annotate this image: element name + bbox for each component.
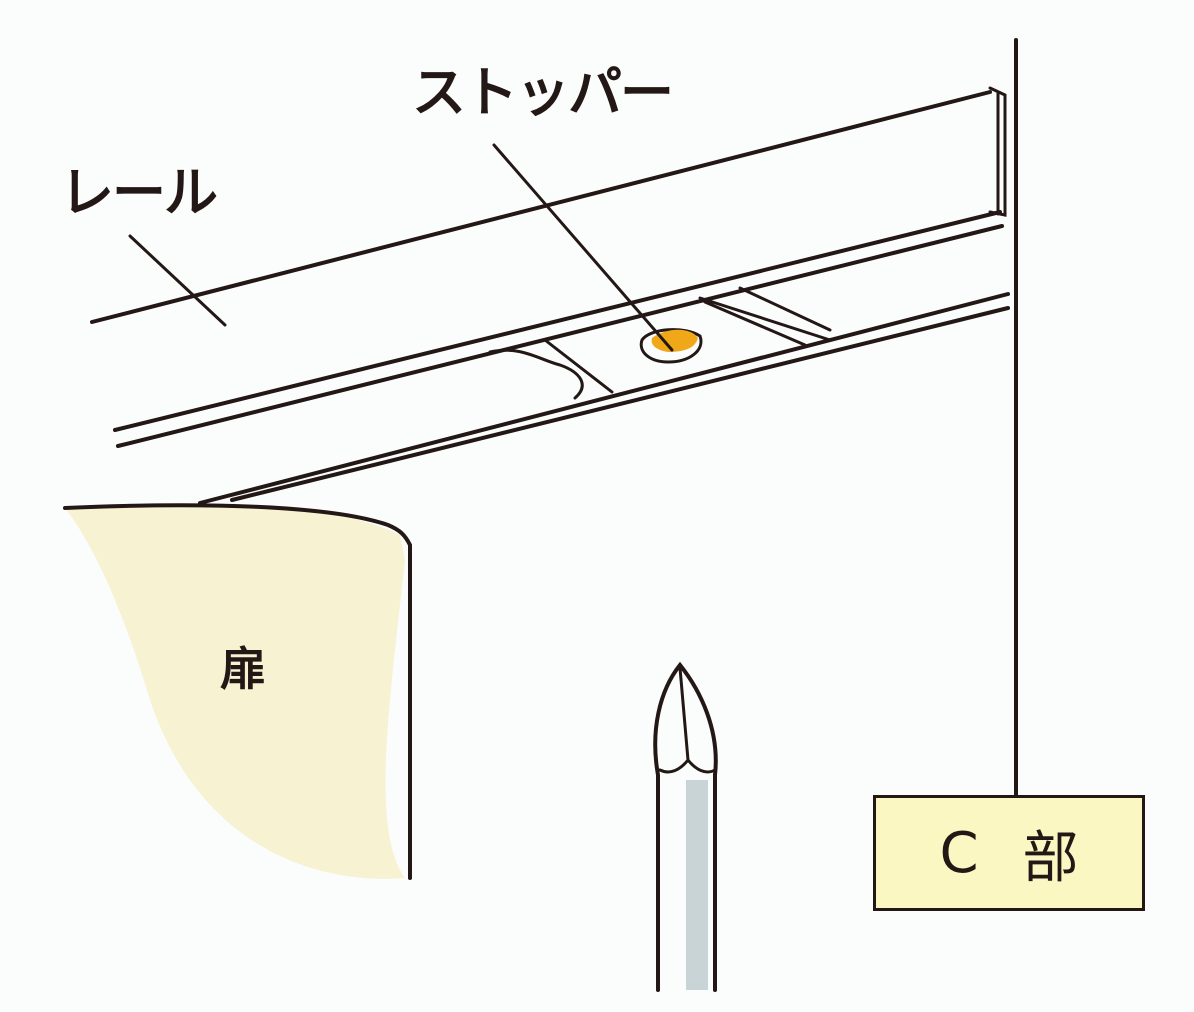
rail-top-edge	[90, 90, 992, 324]
rail-front-edge	[113, 210, 1002, 432]
section-suffix: 部	[1022, 825, 1079, 891]
stopper-screw	[651, 329, 698, 352]
rail-label: レール	[60, 161, 218, 224]
rail-front-edge-2	[116, 224, 1004, 448]
rail-end-cap	[988, 86, 1007, 217]
slot	[488, 286, 832, 400]
door-edge	[63, 503, 412, 880]
stopper-label: ストッパー	[412, 61, 674, 124]
track-line-2	[230, 306, 1010, 502]
screwdriver-shaft-highlight	[686, 780, 708, 990]
track-line-1	[198, 292, 1010, 505]
stopper-leader-line	[492, 143, 674, 352]
door-label: 扉	[220, 642, 266, 696]
section-c-label-box: C 部	[873, 795, 1145, 911]
door	[65, 504, 405, 879]
section-letter: C	[939, 820, 979, 886]
rail-leader-line	[128, 234, 227, 327]
screwdriver-tip-lines	[658, 666, 717, 774]
